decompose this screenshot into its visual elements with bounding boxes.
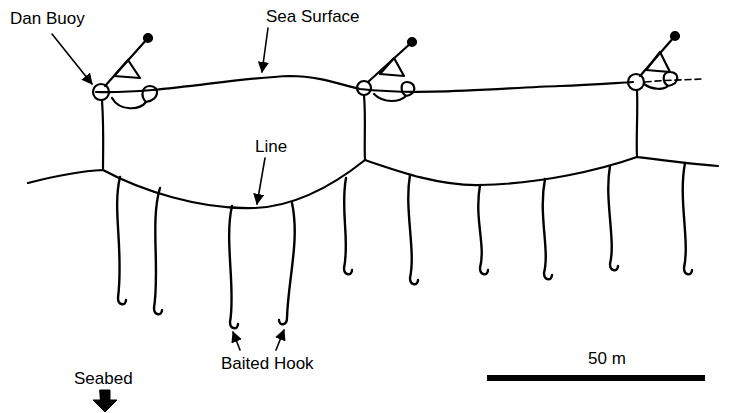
- part-label: Sea Surface: [266, 8, 360, 27]
- dan-buoy: [628, 32, 679, 90]
- sea-surface: [96, 76, 633, 92]
- leader-arrow: [262, 28, 268, 72]
- dimension-label: 50 m: [588, 350, 626, 369]
- scale-bar: [487, 375, 705, 381]
- leader-arrow: [233, 332, 240, 350]
- baited-hooks: [117, 163, 692, 328]
- part-label: Baited Hook: [221, 355, 314, 374]
- buoy-rope: [102, 100, 103, 170]
- sea-surface-dashed: [645, 79, 702, 82]
- leader-arrow: [257, 158, 265, 204]
- part-label: Line: [255, 138, 287, 157]
- dan-buoy: [357, 38, 416, 101]
- dan-buoy: [93, 34, 157, 108]
- buoy-rope: [364, 95, 365, 160]
- seabed-arrow: [93, 390, 117, 412]
- leader-arrow: [52, 34, 92, 84]
- main-line: [28, 157, 718, 208]
- buoy-rope: [636, 90, 639, 157]
- direction-label: Seabed: [74, 370, 133, 389]
- part-label: Dan Buoy: [10, 10, 85, 29]
- leader-arrow: [276, 330, 284, 350]
